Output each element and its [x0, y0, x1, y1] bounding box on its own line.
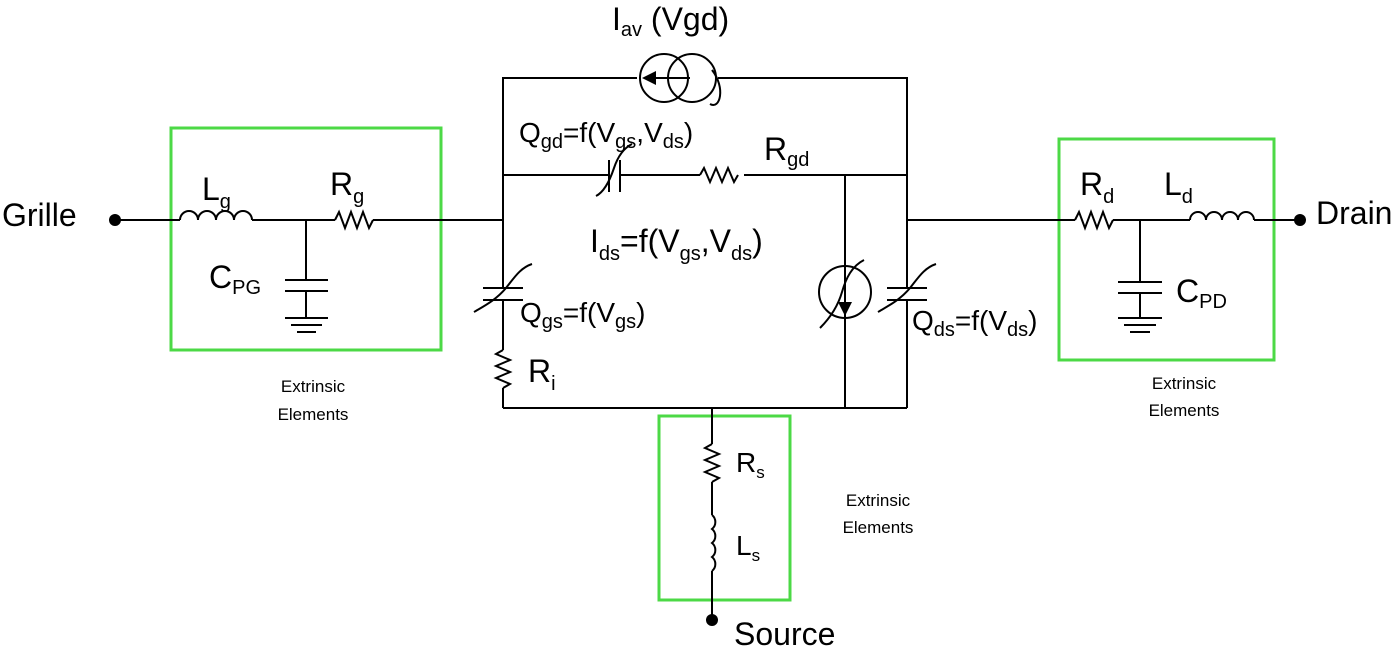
qds-label: Qds=f(Vds): [912, 305, 1038, 341]
qgd-nonlinear-mark: [595, 143, 633, 197]
ids-source-circle: [818, 265, 872, 319]
lg-label: Lg: [202, 171, 231, 213]
iav-tail: [709, 69, 722, 106]
drain-extrinsic-label-2: Elements: [1149, 401, 1220, 420]
ls-label: Ls: [736, 530, 760, 565]
arrow-left-icon: [642, 71, 656, 85]
cpd-label: CPD: [1176, 273, 1227, 313]
qgs-nonlinear-mark: [473, 263, 533, 313]
ls-inductor: [710, 514, 717, 572]
qgd-label: Qgd=f(Vgs,Vds): [519, 117, 693, 153]
drain-extrinsic-box: [1057, 137, 1276, 362]
gate-extrinsic-box: [169, 126, 443, 352]
arrow-down-icon: [838, 302, 852, 316]
cpg-label: CPG: [209, 259, 261, 299]
drain-terminal-dot: [1294, 214, 1306, 226]
ids-nonlinear-mark: [819, 259, 865, 329]
ri-label: Ri: [528, 353, 556, 395]
rd-label: Rd: [1080, 166, 1114, 208]
source-extrinsic-box: [657, 414, 792, 602]
gate-port-label: Grille: [2, 197, 77, 233]
rgd-resistor: [699, 165, 739, 185]
source-extrinsic-label-1: Extrinsic: [846, 491, 911, 510]
lg-inductor: [179, 210, 253, 221]
drain-extrinsic-label-1: Extrinsic: [1152, 374, 1217, 393]
qds-nonlinear-mark: [877, 263, 937, 313]
iav-label: Iav (Vgd): [612, 1, 729, 41]
ids-label: Ids=f(Vgs,Vds): [590, 223, 763, 265]
rgd-label: Rgd: [764, 131, 809, 171]
ld-label: Ld: [1164, 166, 1193, 208]
gate-extrinsic-label-1: Extrinsic: [281, 377, 346, 396]
rs-label: Rs: [736, 447, 765, 482]
source-port-label: Source: [734, 616, 835, 648]
drain-port-label: Drain: [1316, 195, 1392, 231]
rg-resistor: [334, 209, 374, 231]
gate-extrinsic-label-2: Elements: [278, 405, 349, 424]
iav-wire-right: [718, 77, 908, 175]
rd-resistor: [1074, 209, 1114, 231]
source-terminal-dot: [706, 614, 718, 626]
rg-label: Rg: [330, 166, 364, 208]
iav-wire-left: [502, 77, 637, 220]
ld-inductor: [1189, 211, 1255, 221]
rs-resistor: [702, 443, 722, 483]
qgs-label: Qgs=f(Vgs): [520, 297, 646, 333]
ri-resistor: [493, 349, 513, 389]
source-extrinsic-label-2: Elements: [843, 518, 914, 537]
